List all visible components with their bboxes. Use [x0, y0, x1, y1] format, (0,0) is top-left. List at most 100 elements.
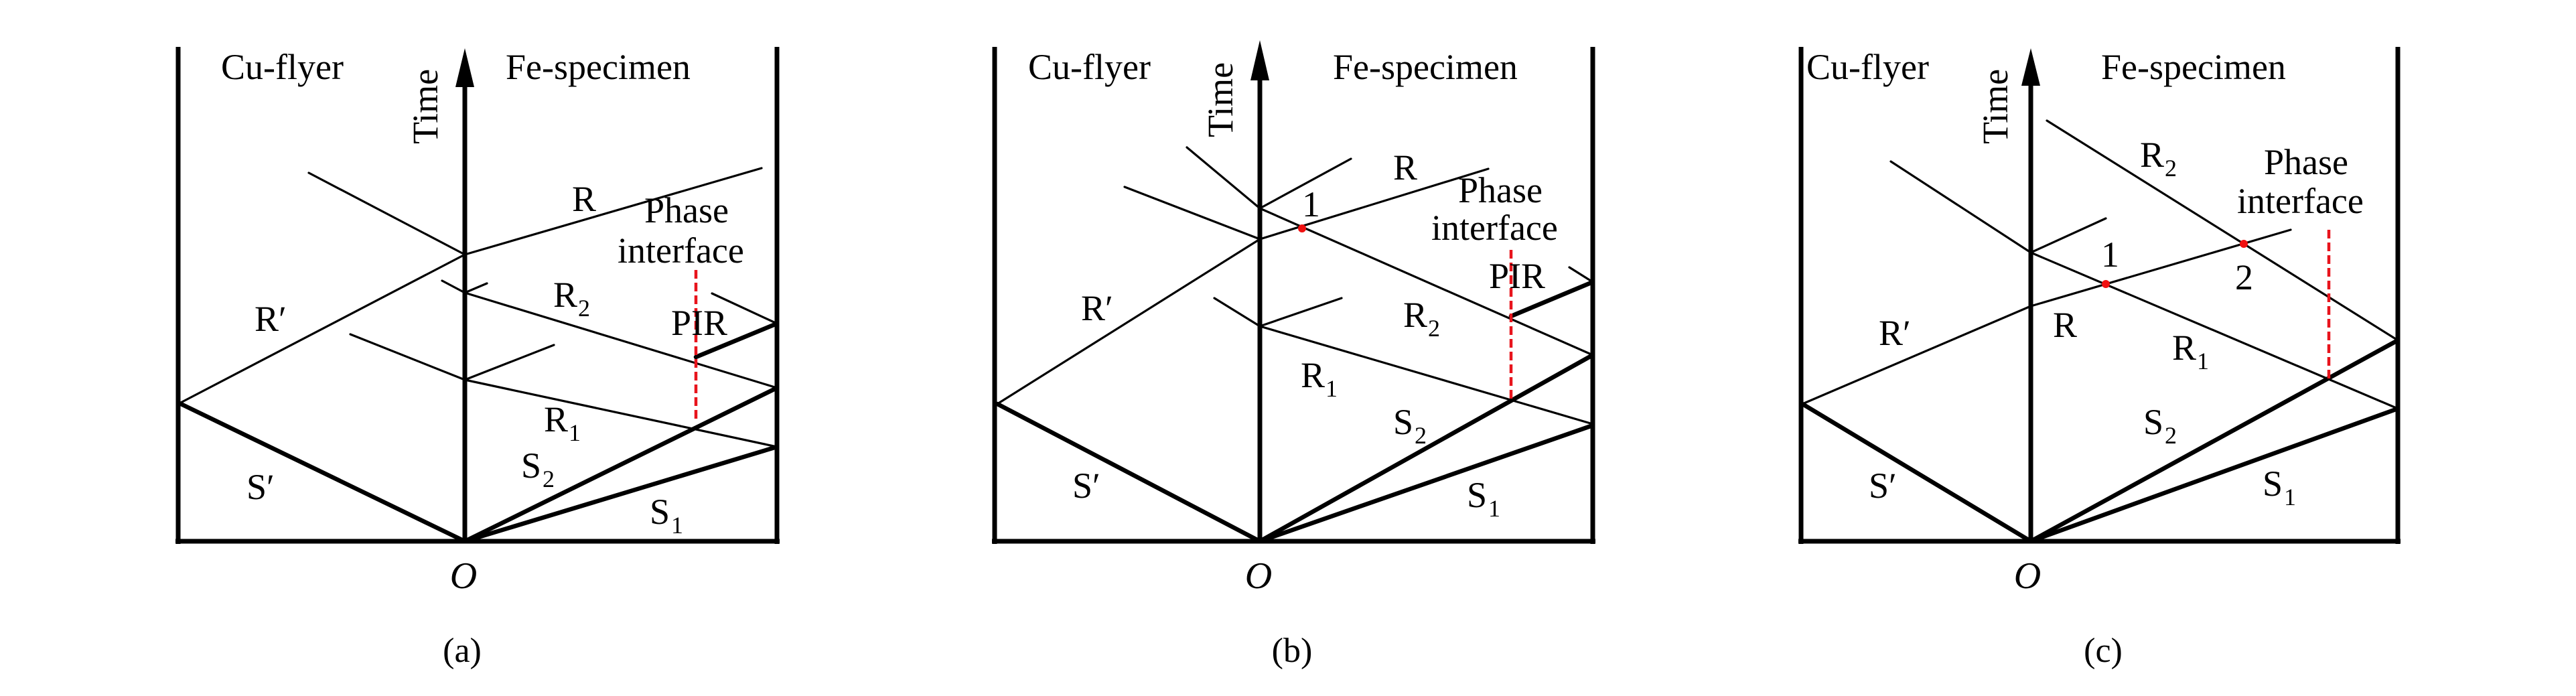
wave-upper-stub	[1259, 157, 1352, 210]
label-s-prime: S′	[1869, 466, 1897, 506]
label-r2-subscript: 2	[1428, 315, 1440, 342]
wave-r2-stub	[463, 282, 488, 294]
wave-pir	[693, 321, 780, 360]
wave-r1-stub	[1259, 297, 1343, 328]
label-r-prime: R′	[1879, 313, 1911, 353]
label-phase-line1: Phase	[2264, 142, 2348, 182]
label-r1: R	[544, 399, 568, 439]
wave-upper-incoming	[1889, 160, 2032, 254]
wave-upper-incoming	[1186, 146, 1261, 210]
intersection-point-2	[2240, 240, 2248, 248]
label-pir: PIR	[671, 303, 727, 343]
wave-r2	[463, 291, 778, 389]
wave-r	[1259, 167, 1490, 240]
label-origin: O	[2014, 555, 2041, 597]
label-r-prime: R′	[255, 299, 287, 339]
label-phase-line1: Phase	[1458, 170, 1543, 210]
label-phase-line2: interface	[618, 230, 744, 271]
label-r2: R	[2140, 135, 2164, 175]
wave-s1	[1257, 423, 1595, 544]
label-s1: S	[650, 492, 670, 532]
label-r1: R	[1301, 355, 1325, 395]
label-point-1: 1	[2101, 234, 2119, 275]
label-r1-subscript: 1	[1326, 375, 1338, 402]
intersection-point-1	[1298, 224, 1306, 232]
label-r2-subscript: 2	[2165, 155, 2177, 182]
label-s2-subscript: 2	[543, 466, 555, 492]
wave-s-prime	[995, 401, 1263, 544]
label-r-prime: R′	[1081, 288, 1113, 328]
panel-caption: (c)	[2084, 632, 2123, 670]
wave-r1	[463, 378, 778, 448]
label-s2-subscript: 2	[1415, 422, 1427, 449]
label-point-1: 1	[1302, 184, 1320, 224]
label-phase-line2: interface	[2237, 181, 2364, 221]
wave-r1	[2029, 251, 2399, 410]
wave-s-prime	[177, 401, 468, 544]
label-time-axis: Time	[1975, 69, 2015, 144]
label-r: R	[2053, 305, 2077, 345]
wave-pir-reflected	[1568, 266, 1594, 283]
label-s1: S	[1467, 475, 1487, 515]
label-fe-specimen: Fe-specimen	[2101, 47, 2286, 87]
wave-s-prime	[1800, 401, 2033, 544]
wave-r2-incoming	[441, 279, 466, 294]
label-time-axis: Time	[1200, 62, 1240, 137]
wave-upper-stub	[2029, 217, 2107, 254]
wave-r2	[1259, 207, 1594, 356]
label-phase-line1: Phase	[644, 190, 729, 230]
label-r1-subscript: 1	[569, 419, 581, 446]
label-s-prime: S′	[246, 467, 275, 507]
wave-r1	[1259, 325, 1594, 425]
label-origin: O	[450, 555, 477, 597]
label-r1: R	[2172, 328, 2196, 368]
label-s1-subscript: 1	[2284, 484, 2296, 510]
wave-lower-incoming	[1123, 186, 1261, 240]
wave-s2	[2028, 338, 2401, 544]
wave-r1-stub	[463, 344, 555, 381]
label-s2: S	[521, 445, 541, 486]
panel-caption: (b)	[1272, 632, 1313, 670]
time-axis-arrow-icon	[1250, 40, 1269, 80]
label-fe-specimen: Fe-specimen	[1333, 47, 1518, 87]
label-r2: R	[553, 275, 577, 315]
label-origin: O	[1245, 555, 1272, 597]
label-cu-flyer: Cu-flyer	[1806, 47, 1929, 87]
label-time-axis: Time	[405, 69, 445, 144]
label-r2: R	[1403, 295, 1427, 335]
label-r2-subscript: 2	[578, 295, 590, 322]
panel-caption: (a)	[443, 632, 482, 670]
wave-r1-incoming	[1213, 297, 1261, 328]
label-s-prime: S′	[1072, 466, 1100, 506]
wave-r-prime	[1801, 305, 2032, 405]
panel-c: Cu-flyer Fe-specimen Time R 2 Phase inte…	[1798, 47, 2401, 670]
time-axis-arrow-icon	[455, 48, 474, 87]
panel-b: Cu-flyer Fe-specimen Time R 1 Phase inte…	[992, 40, 1595, 670]
label-r: R	[1393, 147, 1417, 188]
label-r: R	[572, 179, 596, 219]
label-phase-line2: interface	[1431, 208, 1558, 248]
wave-s1	[2028, 406, 2401, 544]
time-axis-arrow-icon	[2021, 48, 2040, 86]
label-cu-flyer: Cu-flyer	[1028, 47, 1151, 87]
label-s1-subscript: 1	[671, 512, 683, 539]
wave-r2	[2046, 119, 2399, 342]
wave-r	[463, 167, 763, 256]
label-pir: PIR	[1489, 256, 1545, 296]
wave-r-prime	[178, 253, 466, 405]
label-fe-specimen: Fe-specimen	[506, 47, 691, 87]
wave-r-prime	[996, 238, 1261, 405]
wave-upper-incoming	[307, 171, 466, 256]
label-s2-subscript: 2	[2165, 422, 2177, 449]
label-s1-subscript: 1	[1488, 495, 1500, 522]
intersection-point-1	[2102, 280, 2110, 288]
label-s1: S	[2263, 464, 2283, 504]
wave-pir-reflected	[711, 292, 778, 325]
wave-r1-incoming	[349, 333, 466, 381]
label-point-2: 2	[2235, 257, 2253, 297]
label-s2: S	[1393, 402, 1413, 442]
wave-s2	[1257, 352, 1595, 544]
panel-a: Cu-flyer Fe-specimen Time R Phase interf…	[175, 47, 780, 670]
wave-s2	[462, 385, 780, 544]
